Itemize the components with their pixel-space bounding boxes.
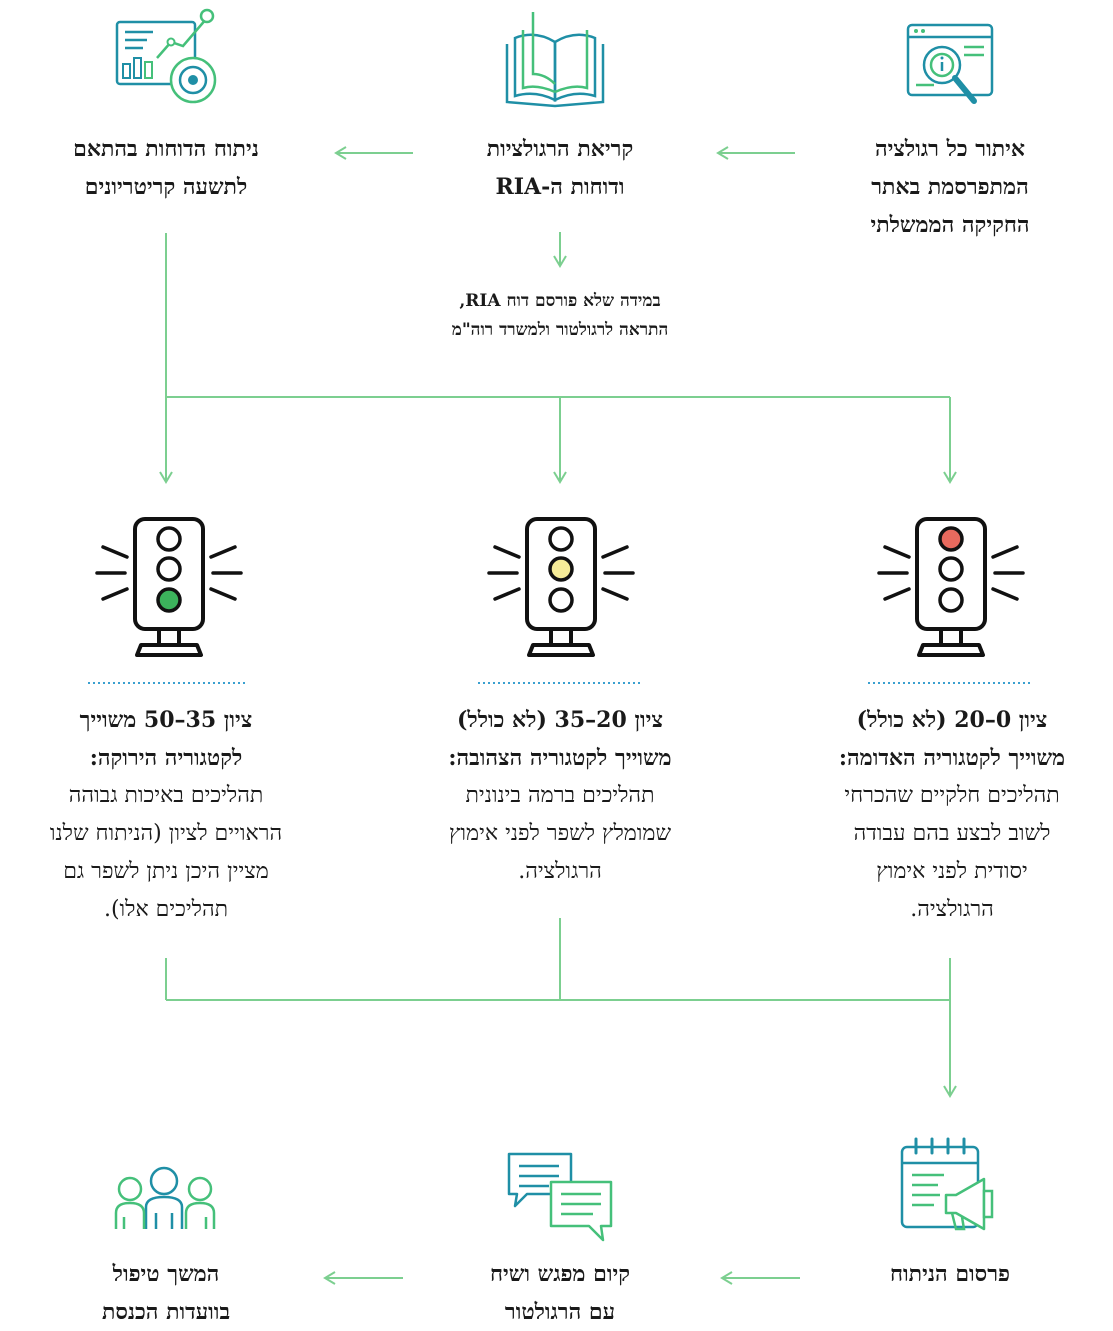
yellow-lamp bbox=[548, 556, 574, 582]
step-identify-label: איתור כל רגולציה המתפרסמת באתר החקיקה המ… bbox=[870, 136, 1030, 238]
traffic-light-yellow bbox=[487, 517, 635, 657]
category-red: ציון 0–20 (לא כולל) משוייך לקטגוריה האדו… bbox=[838, 707, 1066, 922]
web-search-icon bbox=[906, 23, 994, 104]
missing-ria-note: במידה שלא פורסם דוח RIA, התראה לרגולטור … bbox=[451, 291, 669, 340]
step-continue-label: המשך טיפול בוועדות הכנסת bbox=[101, 1261, 231, 1325]
category-green: ציון 35–50 משוייך לקטגוריה הירוקה: תהליכ… bbox=[49, 707, 283, 922]
red-lamp bbox=[938, 526, 964, 552]
green-lamp bbox=[156, 587, 182, 613]
traffic-light-green bbox=[95, 517, 243, 657]
step-publish-label: פרסום הניתוח bbox=[890, 1261, 1010, 1287]
calendar-megaphone-icon bbox=[900, 1137, 994, 1231]
analytics-report-icon bbox=[115, 8, 217, 104]
step-analyze-label: ניתוח הדוחות בהתאם לתשעה קריטריונים bbox=[73, 136, 259, 200]
open-book-icon bbox=[505, 12, 605, 108]
connectors bbox=[159, 146, 957, 1285]
step-read-label: קריאת הרגולציות ודוחות ה-RIA bbox=[486, 136, 634, 200]
step-meet-label: קיום מפגש ושיח עם הרגולטור bbox=[489, 1261, 631, 1325]
chat-bubbles-icon bbox=[507, 1152, 613, 1242]
traffic-light-red bbox=[877, 517, 1025, 657]
team-people-icon bbox=[114, 1166, 216, 1229]
category-yellow: ציון 20–35 (לא כולל) משוייך לקטגוריה הצה… bbox=[448, 707, 672, 884]
